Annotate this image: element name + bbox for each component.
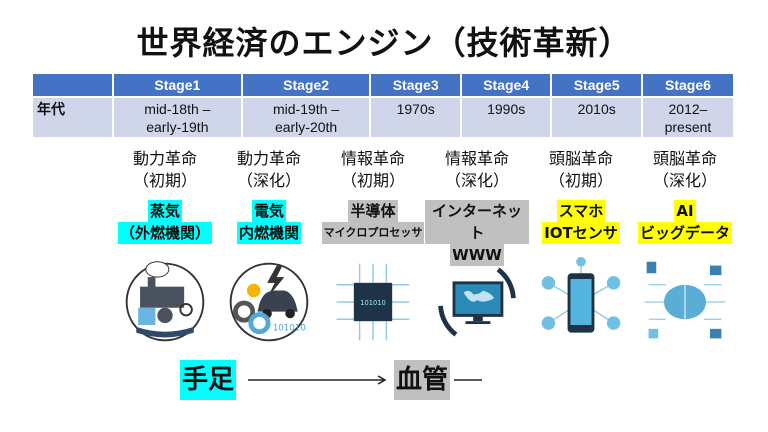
era-cell: 1990s xyxy=(460,97,553,137)
technology-primary: 電気 xyxy=(251,200,286,222)
technology-secondary: 内燃機関 xyxy=(236,222,301,244)
revolution-phase: （深化） xyxy=(236,171,301,190)
stage-table: Stage1 Stage2 Stage3 Stage4 Stage5 Stage… xyxy=(33,74,736,137)
technology-label: 半導体マイクロプロセッサ xyxy=(321,200,425,256)
revolution-phase: （初期） xyxy=(340,171,405,190)
technology-label: 電気内燃機関 xyxy=(236,200,301,256)
revolution-name: 頭脳革命 xyxy=(548,149,613,168)
stage-header: Stage3 xyxy=(370,74,462,98)
stage-columns: 動力革命 （初期） 蒸気（外燃機関） 動力革命 （深化） 電気内燃機関 101010… xyxy=(113,148,737,348)
limbs-label: 手足 xyxy=(180,360,237,400)
era-line: mid-18th – xyxy=(144,101,211,117)
technology-primary: AI xyxy=(674,200,696,222)
ai-brain-icon xyxy=(637,256,733,348)
revolution-label: 情報革命 （初期） xyxy=(341,148,405,200)
era-cell: mid-18th – early-19th xyxy=(113,97,243,137)
stage-column: 動力革命 （初期） 蒸気（外燃機関） xyxy=(113,148,217,348)
svg-text:101010: 101010 xyxy=(360,299,386,307)
page-title: 世界経済のエンジン（技術革新） xyxy=(136,24,632,62)
revolution-name: 情報革命 xyxy=(444,149,509,168)
revolution-name: 動力革命 xyxy=(132,149,197,168)
internet-monitor-icon xyxy=(429,256,525,348)
stage-header: Stage6 xyxy=(641,74,736,98)
technology-secondary: （外燃機関） xyxy=(117,222,212,244)
technology-secondary: ビッグデータ xyxy=(637,222,732,244)
revolution-phase: （初期） xyxy=(548,171,613,190)
revolution-name: 動力革命 xyxy=(236,149,301,168)
era-line: 2010s xyxy=(577,101,616,117)
technology-secondary: WWW xyxy=(450,244,504,266)
smartphone-iot-icon xyxy=(533,256,629,348)
revolution-phase: （深化） xyxy=(652,171,717,190)
era-cell: mid-19th – early-20th xyxy=(241,97,372,137)
stage-header: Stage2 xyxy=(241,74,372,98)
bottom-analogy: 手足 血管 xyxy=(0,360,768,400)
era-line: mid-19th – xyxy=(273,101,340,117)
revolution-label: 情報革命 （深化） xyxy=(445,148,509,200)
technology-label: 蒸気（外燃機関） xyxy=(117,200,212,256)
revolution-label: 動力革命 （深化） xyxy=(237,148,301,200)
revolution-phase: （深化） xyxy=(444,171,509,190)
row-label: 年代 xyxy=(33,97,114,137)
era-line: early-20th xyxy=(274,119,338,135)
stage-header: Stage1 xyxy=(113,74,243,98)
stage-header: Stage4 xyxy=(460,74,553,98)
technology-secondary: マイクロプロセッサ xyxy=(321,222,425,244)
era-cell: 2012– present xyxy=(641,97,736,137)
steam-locomotive-icon xyxy=(117,256,213,348)
revolution-name: 頭脳革命 xyxy=(652,149,717,168)
era-line: early-19th xyxy=(146,119,209,135)
era-line: 1990s xyxy=(487,101,526,117)
technology-primary: インターネット xyxy=(425,200,529,244)
stage-column: 動力革命 （深化） 電気内燃機関 101010 xyxy=(217,148,321,348)
header-blank xyxy=(33,74,114,98)
microchip-icon: 101010 xyxy=(325,256,421,348)
era-line: present xyxy=(664,119,712,135)
era-line: 1970s xyxy=(396,101,435,117)
revolution-label: 頭脳革命 （初期） xyxy=(549,148,613,200)
technology-primary: 半導体 xyxy=(348,200,398,222)
blood-vessels-label: 血管 xyxy=(394,360,451,400)
arrow-icon xyxy=(248,375,482,385)
era-cell: 2010s xyxy=(551,97,643,137)
era-cell: 1970s xyxy=(370,97,462,137)
stage-header: Stage5 xyxy=(551,74,643,98)
revolution-label: 頭脳革命 （深化） xyxy=(653,148,717,200)
car-lightning-icon: 101010 xyxy=(221,256,317,348)
revolution-phase: （初期） xyxy=(132,171,197,190)
era-line: 2012– xyxy=(668,101,708,117)
revolution-name: 情報革命 xyxy=(340,149,405,168)
technology-primary: スマホ xyxy=(556,200,606,222)
technology-secondary: IOTセンサ xyxy=(542,222,620,244)
stage-column: 情報革命 （初期） 半導体マイクロプロセッサ 101010 xyxy=(321,148,425,348)
technology-primary: 蒸気 xyxy=(147,200,182,222)
svg-text:101010: 101010 xyxy=(273,324,306,334)
revolution-label: 動力革命 （初期） xyxy=(133,148,197,200)
